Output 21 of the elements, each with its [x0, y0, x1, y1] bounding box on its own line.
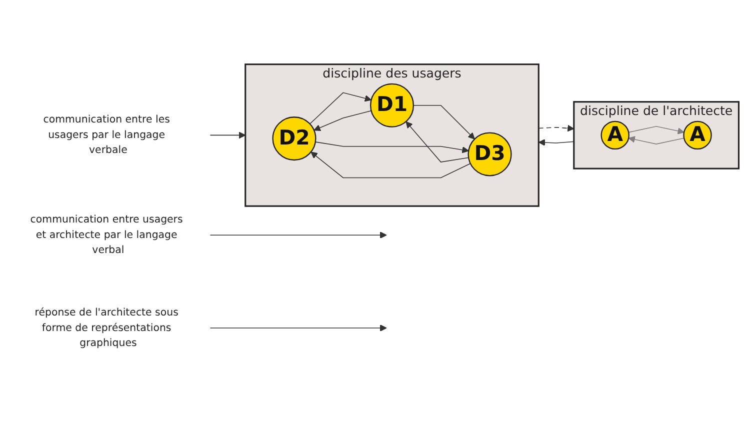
arrow — [628, 126, 684, 134]
arrow — [413, 104, 475, 140]
node-circle: D3 — [468, 132, 512, 176]
arrow — [628, 136, 684, 144]
node-circle: A — [600, 120, 630, 150]
node-text: réponse de l'architecte sous forme de représentations graphiques — [34, 306, 178, 349]
arrow — [315, 142, 469, 154]
arrow — [314, 110, 372, 132]
node-circle: D1 — [370, 83, 414, 128]
arrow — [210, 132, 246, 139]
arrow — [210, 232, 387, 239]
node-text: communication entre les usagers par le langage verbale — [43, 114, 170, 156]
node-circle: A — [683, 120, 712, 150]
node-text: communication entre usagers et architecte par le langage verbal — [30, 214, 183, 256]
arrow — [406, 121, 469, 162]
arrow — [538, 139, 574, 146]
node-circle: D2 — [272, 116, 316, 161]
arrow — [210, 324, 387, 332]
arrow — [309, 92, 372, 124]
arrow — [538, 124, 574, 132]
arrow — [310, 152, 471, 178]
